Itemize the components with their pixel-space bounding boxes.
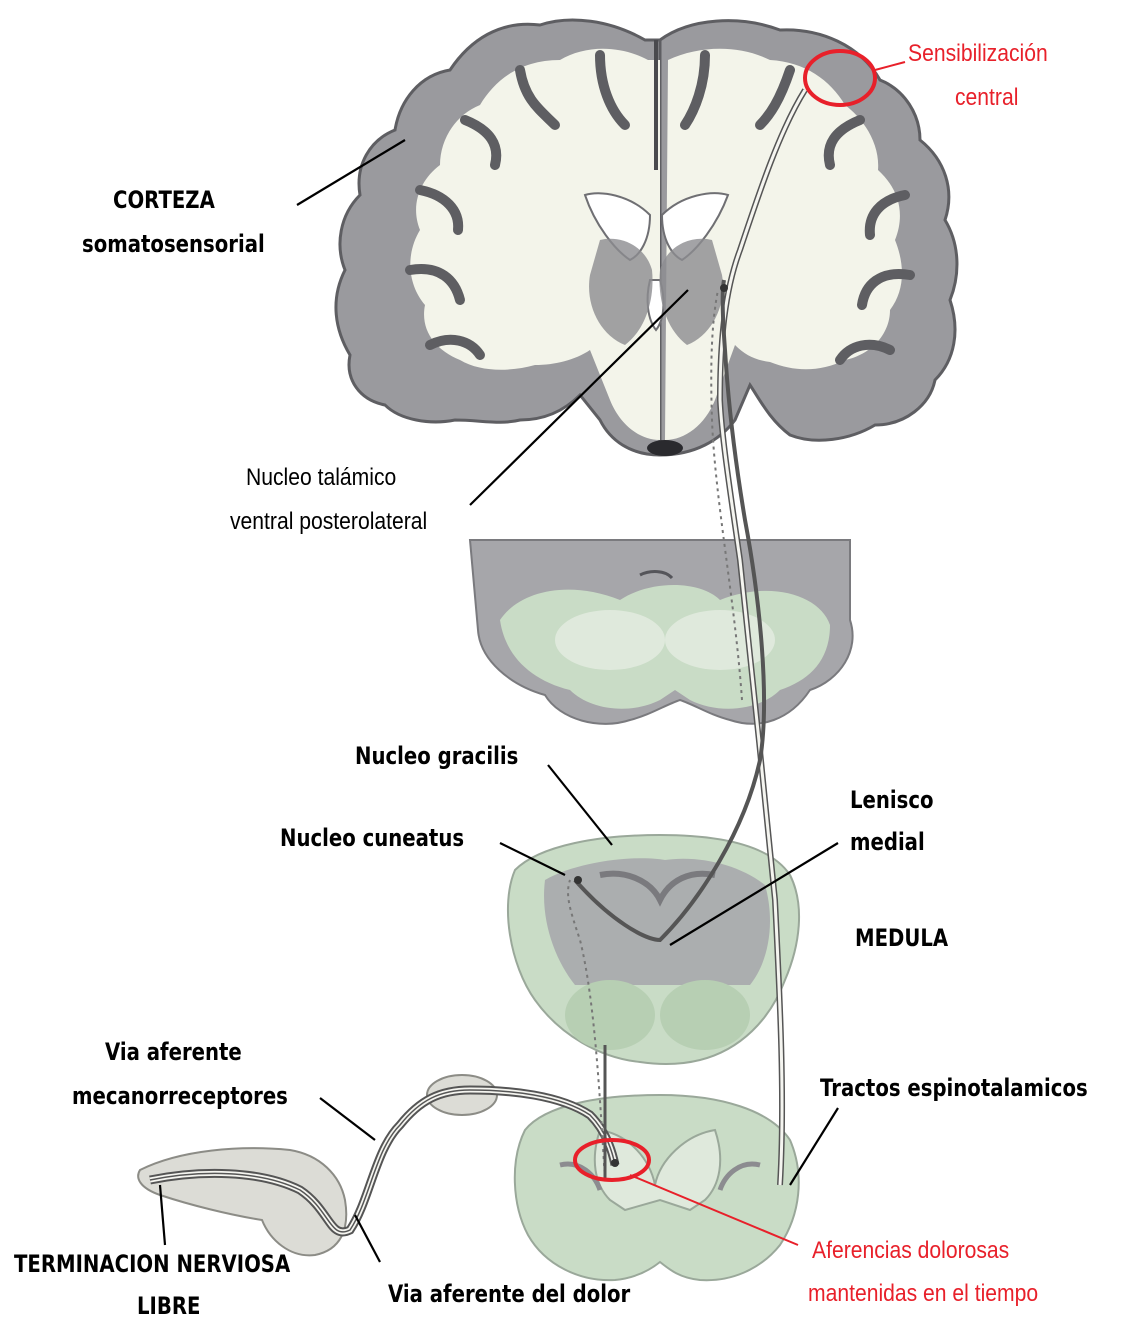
label-aferencias-line2: mantenidas en el tiempo: [808, 1280, 1038, 1308]
label-via-dolor-text: Via aferente del dolor: [388, 1280, 630, 1308]
spinal-cord-section: [515, 1095, 799, 1280]
label-nucleo-talamico-line1: Nucleo talámico: [246, 464, 396, 492]
label-nucleo-cuneatus-text: Nucleo cuneatus: [280, 824, 464, 852]
label-terminacion-line1: TERMINACION NERVIOSA: [14, 1250, 290, 1278]
label-somatosensorial: somatosensorial: [82, 230, 265, 258]
label-lenisco-line1: Lenisco: [850, 786, 934, 814]
label-medial: medial: [850, 828, 925, 856]
label-lenisco-line2: medial: [850, 828, 925, 856]
label-medula: MEDULA: [855, 924, 948, 952]
label-nucleo-cuneatus: Nucleo cuneatus: [280, 824, 464, 852]
label-ventral-posterolateral: ventral posterolateral: [230, 508, 427, 536]
label-tractos: Tractos espinotalamicos: [820, 1074, 1088, 1102]
label-sensibilizacion: Sensibilización: [908, 40, 1048, 68]
midbrain-section: [470, 540, 853, 724]
label-mantenidas: mantenidas en el tiempo: [808, 1280, 1038, 1308]
brain-coronal-section: [336, 20, 957, 456]
label-aferencias: Aferencias dolorosas: [812, 1237, 1009, 1265]
label-terminacion-line2: LIBRE: [137, 1292, 200, 1320]
label-terminacion: TERMINACION NERVIOSA: [14, 1250, 290, 1278]
label-via-dolor: Via aferente del dolor: [388, 1280, 630, 1308]
label-nucleo-gracilis-text: Nucleo gracilis: [355, 742, 518, 770]
label-nucleo-talamico-line2: ventral posterolateral: [230, 508, 427, 536]
label-via-mecano-line1: Via aferente: [105, 1038, 242, 1066]
label-via-aferente: Via aferente: [105, 1038, 242, 1066]
label-tractos-text: Tractos espinotalamicos: [820, 1074, 1088, 1102]
label-mecanorreceptores: mecanorreceptores: [72, 1082, 288, 1110]
label-aferencias-line1: Aferencias dolorosas: [812, 1237, 1009, 1265]
label-corteza-line2: somatosensorial: [82, 230, 265, 258]
label-via-mecano-line2: mecanorreceptores: [72, 1082, 288, 1110]
label-nucleo-gracilis: Nucleo gracilis: [355, 742, 518, 770]
label-nucleo-talamico: Nucleo talámico: [246, 464, 396, 492]
label-medula-text: MEDULA: [855, 924, 948, 952]
label-sensibilizacion-line1: Sensibilización: [908, 40, 1048, 68]
label-lenisco: Lenisco: [850, 786, 934, 814]
label-corteza: CORTEZA: [113, 186, 215, 214]
label-libre: LIBRE: [137, 1292, 200, 1320]
label-corteza-line1: CORTEZA: [113, 186, 215, 214]
label-sensibilizacion-central: central: [955, 84, 1018, 112]
label-sensibilizacion-line2: central: [955, 84, 1018, 112]
